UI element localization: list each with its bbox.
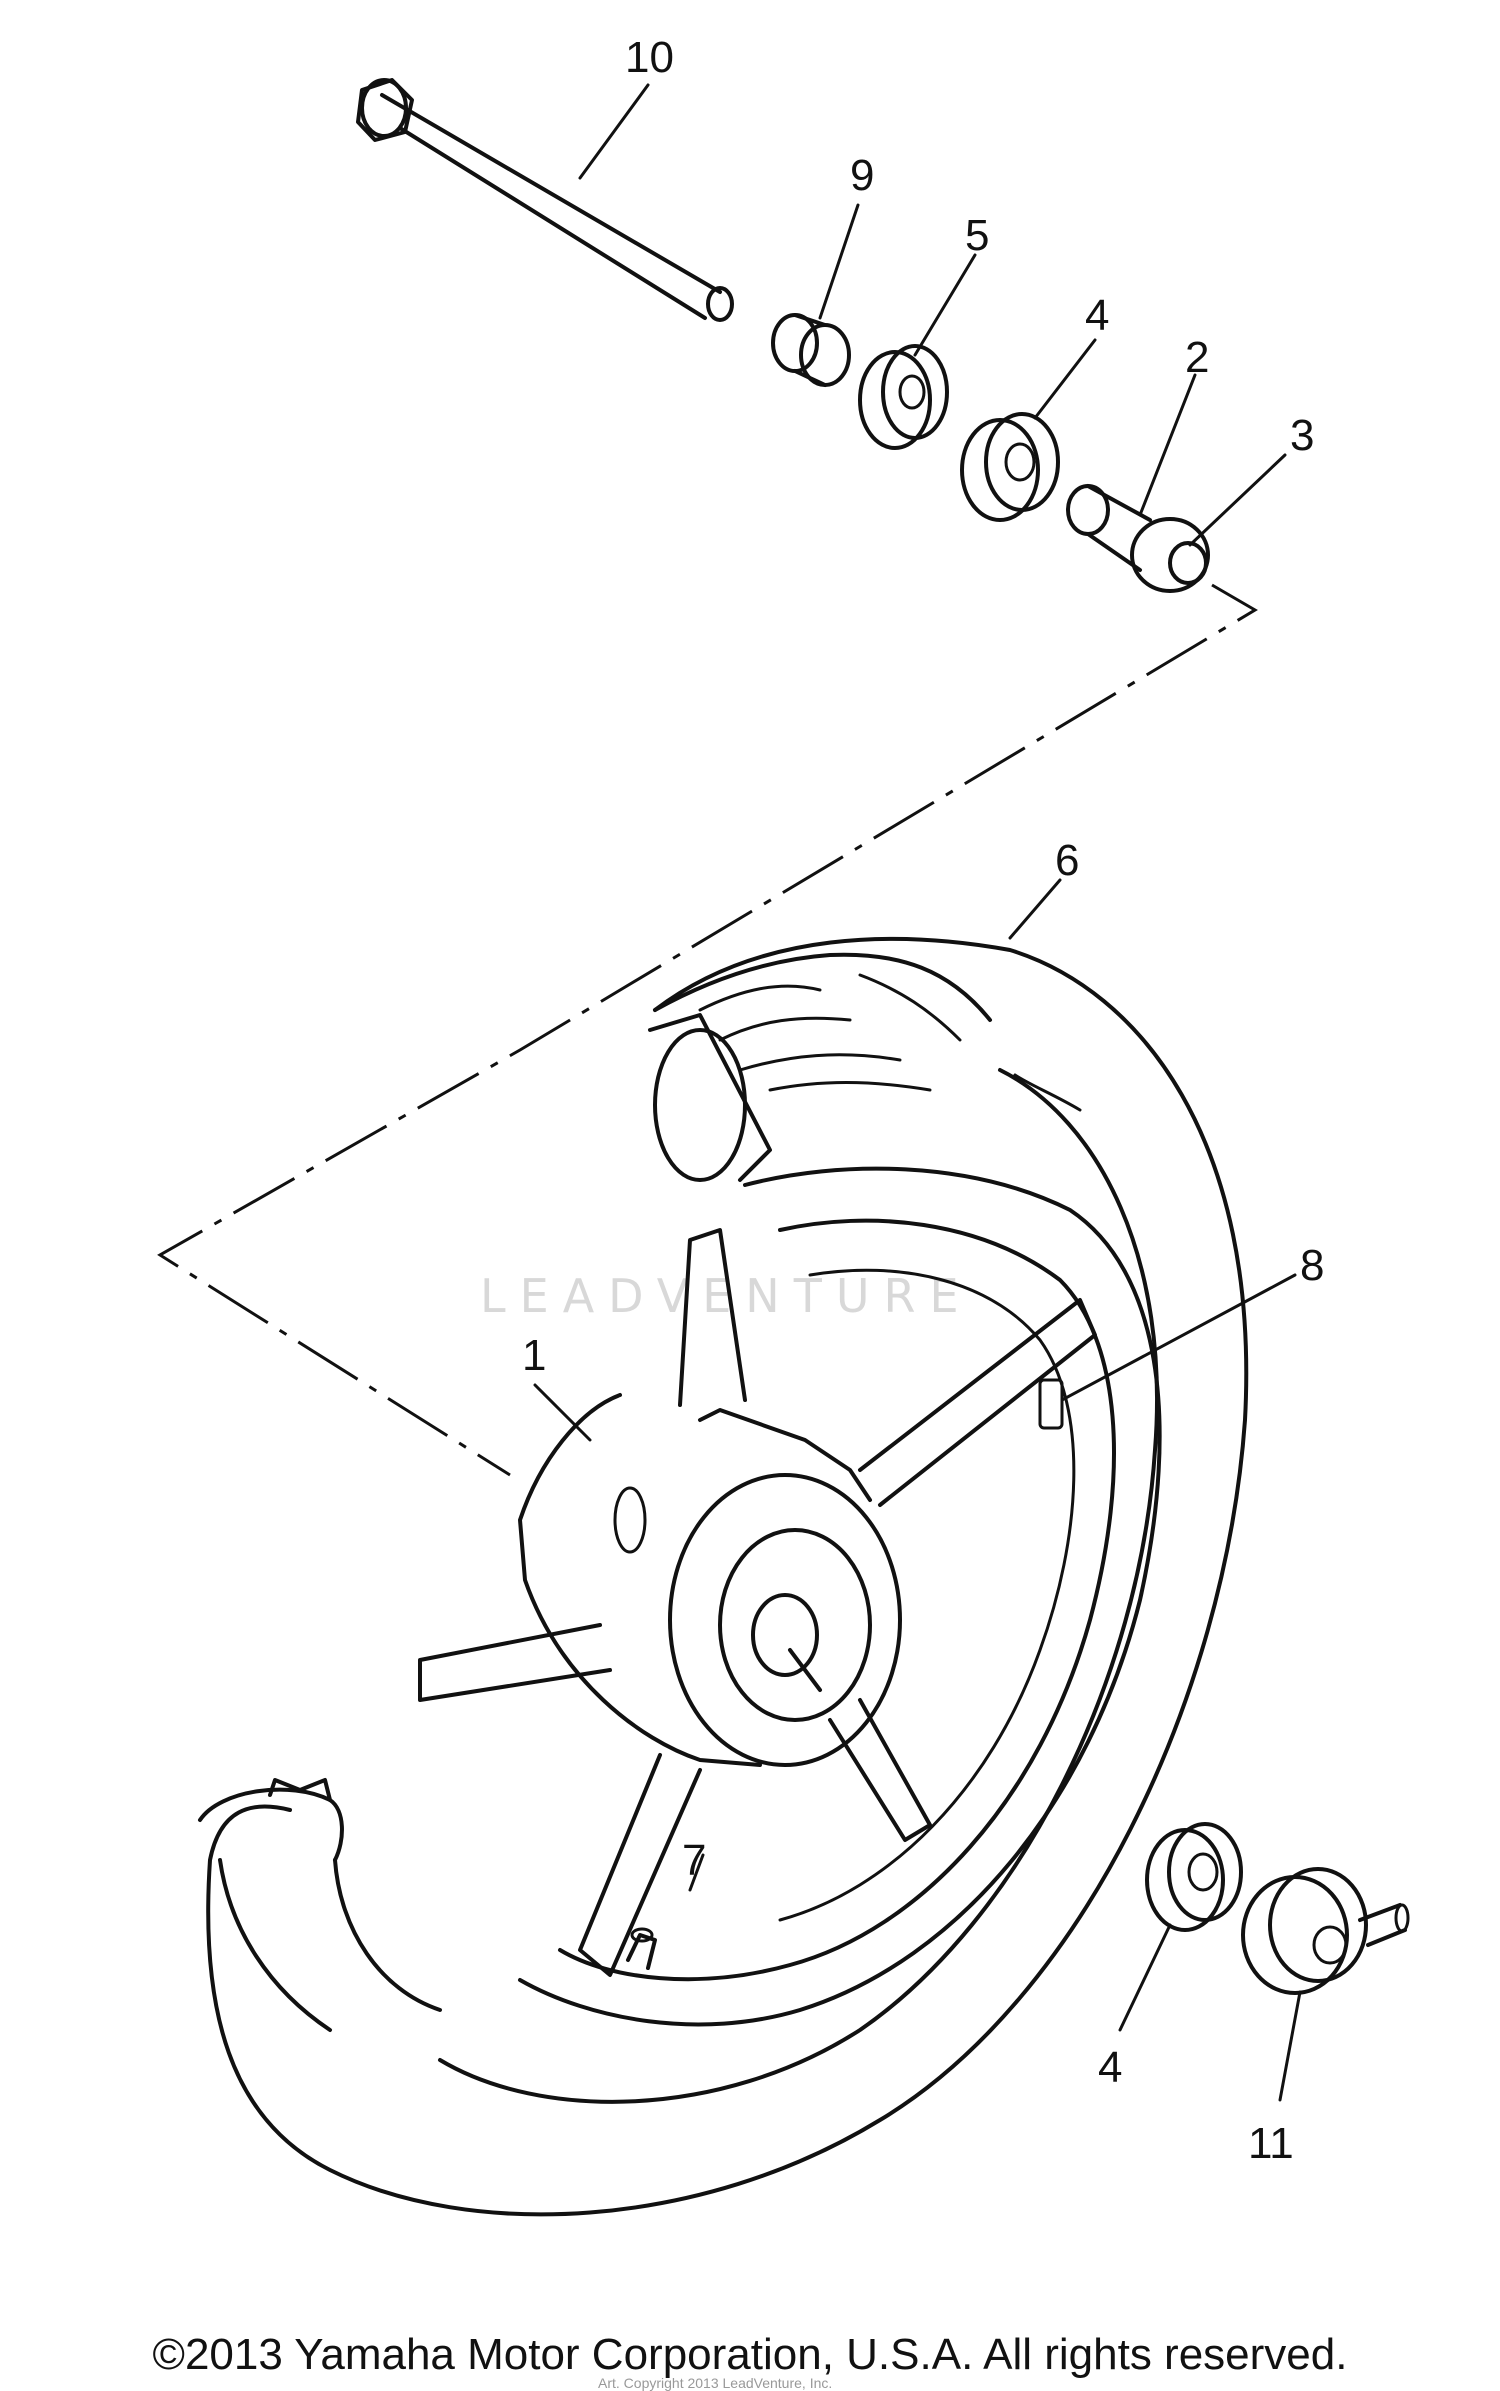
callout-3: 3 bbox=[1290, 411, 1314, 460]
gear-unit-part bbox=[1241, 1867, 1410, 1995]
oil-seal-part bbox=[858, 344, 949, 450]
callout-7: 7 bbox=[682, 1836, 706, 1885]
callout-11: 11 bbox=[1248, 2119, 1294, 2168]
spacer-part bbox=[1066, 484, 1210, 593]
callout-9: 9 bbox=[850, 151, 874, 200]
collar-part bbox=[771, 313, 851, 387]
watermark: LEADVENTURE bbox=[480, 1269, 973, 1323]
callout-1: 1 bbox=[522, 1331, 546, 1380]
callout-10: 10 bbox=[625, 33, 674, 82]
copyright-notice: ©2013 Yamaha Motor Corporation, U.S.A. A… bbox=[152, 2330, 1348, 2379]
axle-part bbox=[356, 78, 734, 322]
bearing-part-upper bbox=[960, 412, 1060, 522]
callout-6: 6 bbox=[1055, 836, 1079, 885]
bearing-part-lower bbox=[1145, 1822, 1243, 1932]
callout-8: 8 bbox=[1300, 1241, 1324, 1290]
callout-2: 2 bbox=[1185, 333, 1209, 382]
wheel-assembly bbox=[198, 936, 1249, 2217]
watermark-small: Art. Copyright 2013 LeadVenture, Inc. bbox=[598, 2375, 832, 2391]
callout-4-upper: 4 bbox=[1085, 291, 1109, 340]
callout-5: 5 bbox=[965, 211, 989, 260]
callout-4-lower: 4 bbox=[1098, 2043, 1122, 2092]
